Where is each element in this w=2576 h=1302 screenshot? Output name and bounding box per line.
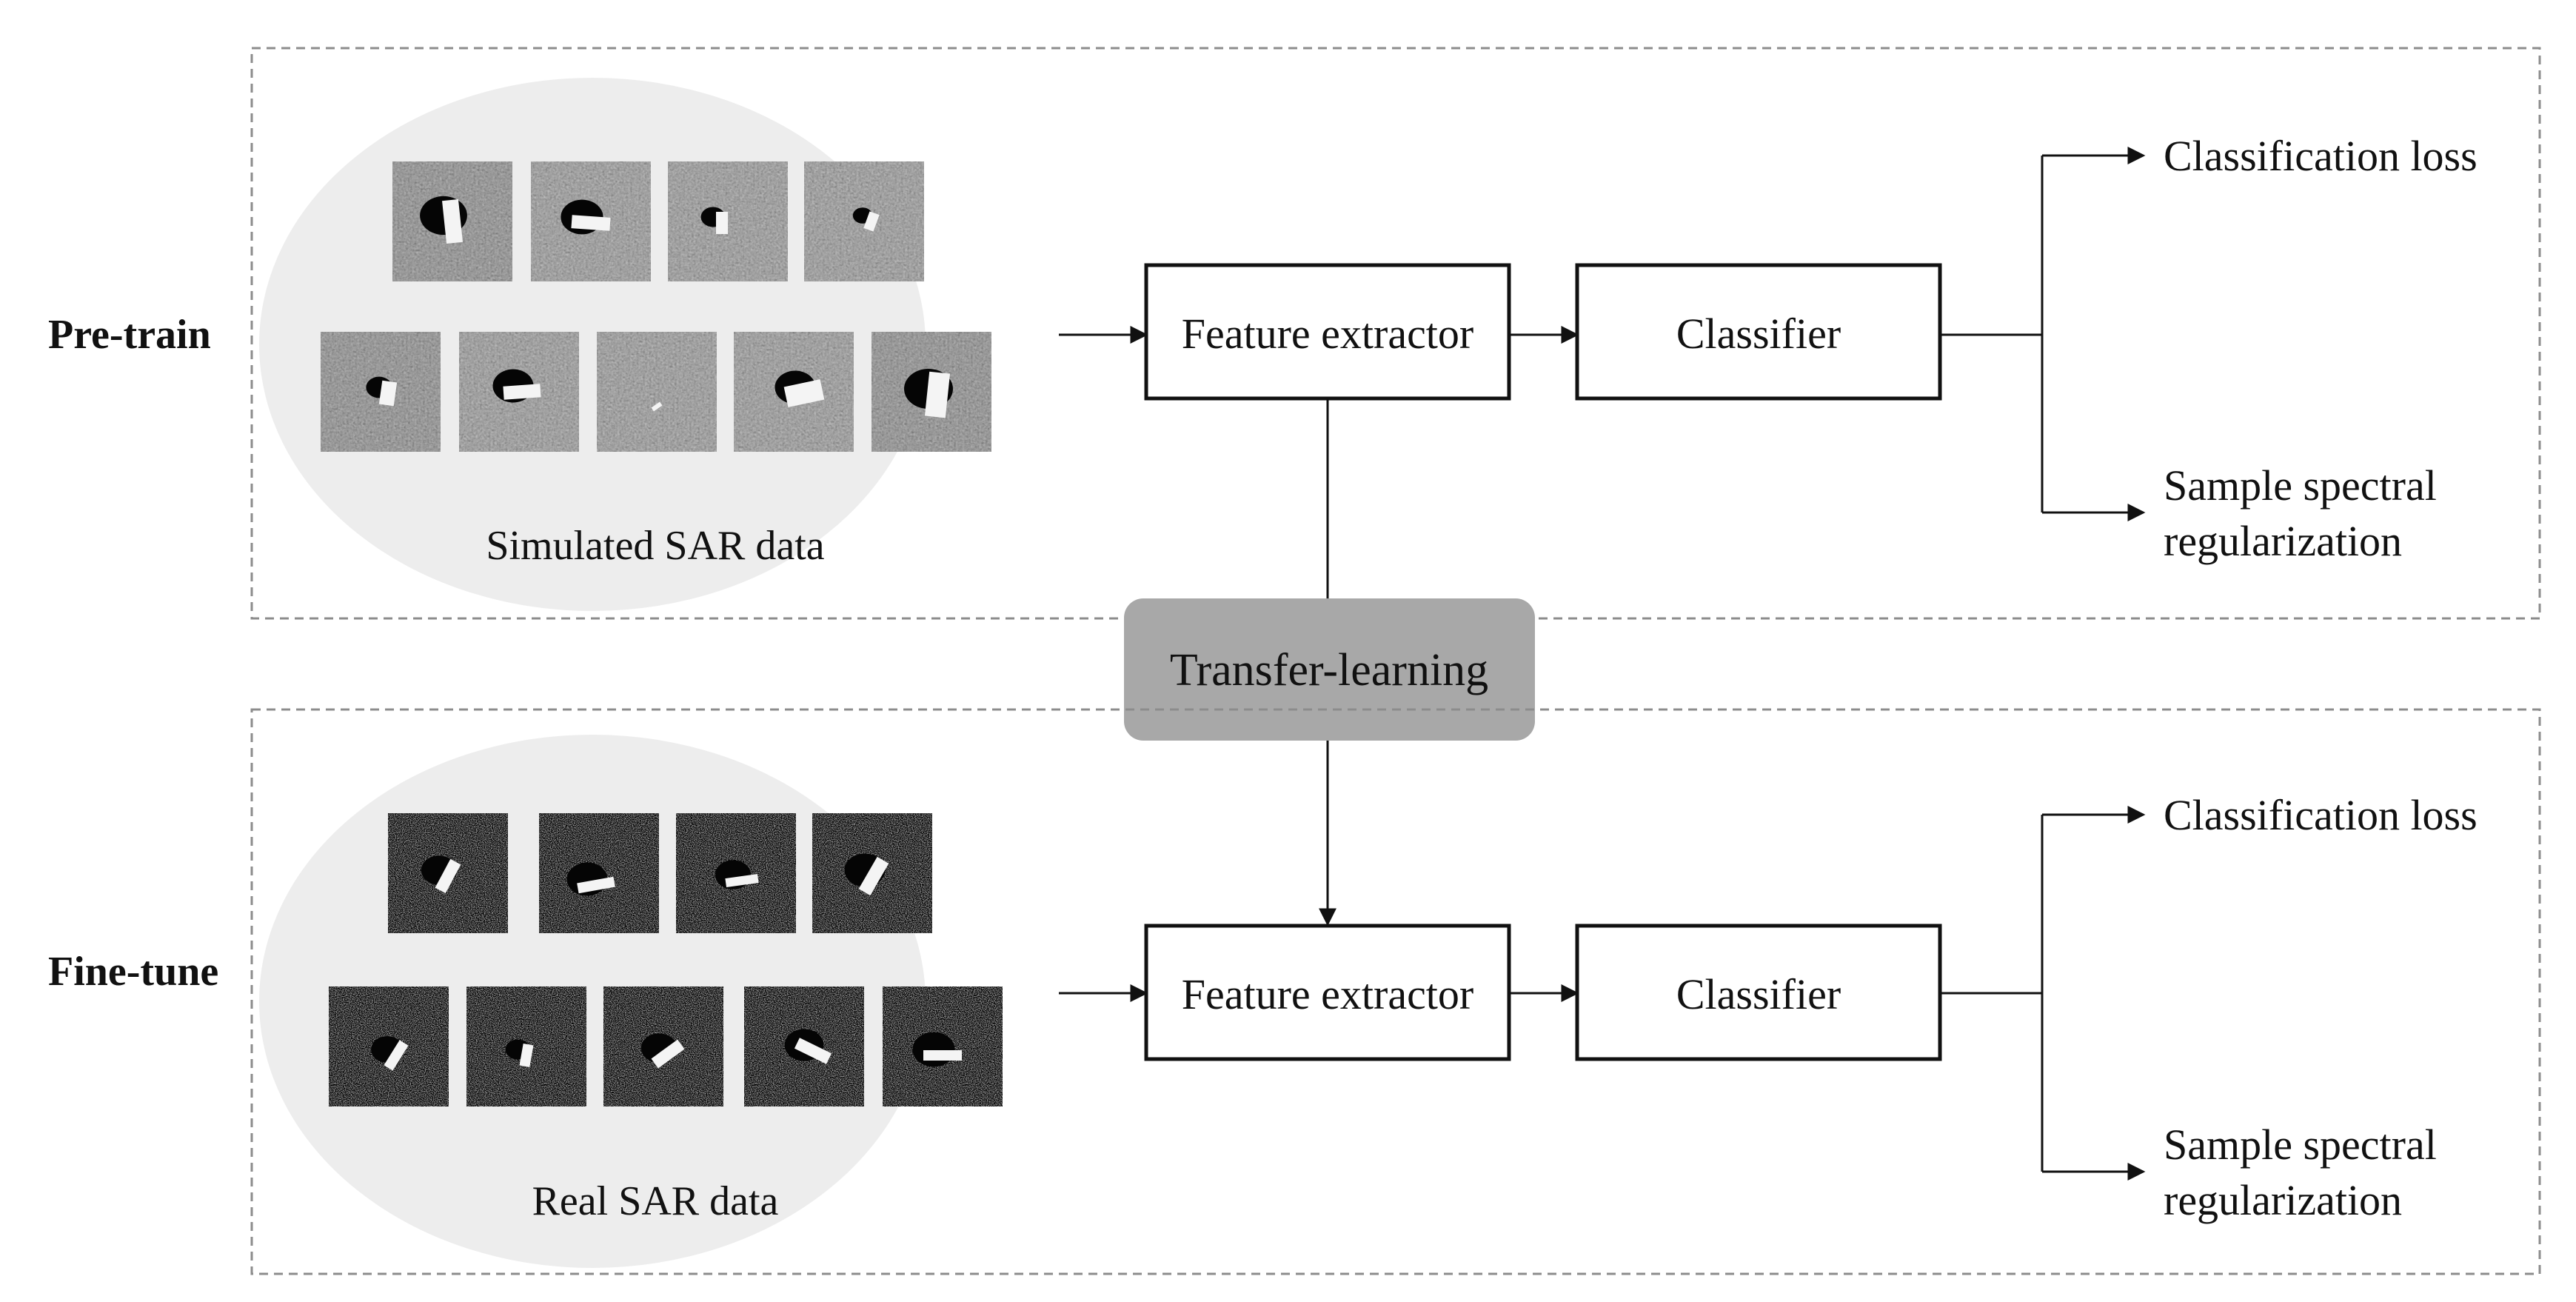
finetune-classifier-label: Classifier <box>1676 970 1841 1018</box>
sar-chip-image-icon <box>388 813 508 933</box>
sar-chip-image-icon <box>804 161 924 281</box>
pretrain-thumbnail-grid <box>321 161 991 452</box>
sar-chip-image-icon <box>539 813 659 933</box>
sar-chip-image-icon <box>734 332 854 452</box>
transfer-learning-box <box>1124 598 1535 741</box>
sar-chip-image-icon <box>676 813 796 933</box>
pretrain-panel: Pre-train Simulated SAR data Feature ext… <box>48 47 2541 620</box>
pretrain-feature-extractor-label: Feature extractor <box>1182 310 1474 358</box>
finetune-regularization-label-line1: Sample spectral <box>2164 1121 2437 1169</box>
finetune-panel: Fine-tune Real SAR data Feature extracto… <box>48 708 2541 1275</box>
pretrain-classifier-label: Classifier <box>1676 310 1841 358</box>
pretrain-data-caption: Simulated SAR data <box>486 523 824 569</box>
sar-chip-image-icon <box>744 986 864 1106</box>
finetune-classifier-box <box>1575 924 1942 1061</box>
pretrain-output-branch <box>1940 156 2044 513</box>
sar-chip-image-icon <box>459 332 579 452</box>
finetune-data-caption: Real SAR data <box>532 1178 779 1224</box>
sar-chip-image-icon <box>531 161 651 281</box>
finetune-output-branch <box>1940 815 2044 1172</box>
pretrain-classifier-box <box>1575 263 1942 401</box>
sar-chip-image-icon <box>883 986 1003 1106</box>
sar-chip-image-icon <box>329 986 449 1106</box>
pretrain-regularization-label-line2: regularization <box>2164 517 2402 565</box>
finetune-dashed-border <box>250 708 2541 1275</box>
transfer-learning-label: Transfer-learning <box>1170 645 1488 695</box>
finetune-thumbnail-grid <box>329 813 1003 1106</box>
sar-chip-image-icon <box>597 332 717 452</box>
transfer-link: Transfer-learning <box>1124 398 1535 927</box>
pretrain-classification-loss-label: Classification loss <box>2164 132 2478 180</box>
sar-chip-image-icon <box>466 986 586 1106</box>
finetune-classification-loss-label: Classification loss <box>2164 791 2478 839</box>
pretrain-stage-label: Pre-train <box>48 312 211 358</box>
finetune-regularization-label-line2: regularization <box>2164 1176 2402 1224</box>
pretrain-regularization-label-line1: Sample spectral <box>2164 461 2437 510</box>
sar-chip-image-icon <box>603 986 723 1106</box>
sar-chip-image-icon <box>872 332 991 452</box>
sar-chip-image-icon <box>392 161 512 281</box>
finetune-feature-extractor-box <box>1144 924 1511 1061</box>
sar-chip-image-icon <box>812 813 932 933</box>
finetune-stage-label: Fine-tune <box>48 949 218 995</box>
pretrain-feature-extractor-box <box>1144 263 1511 401</box>
sar-chip-image-icon <box>668 161 788 281</box>
finetune-feature-extractor-label: Feature extractor <box>1182 970 1474 1018</box>
sar-chip-image-icon <box>321 332 441 452</box>
